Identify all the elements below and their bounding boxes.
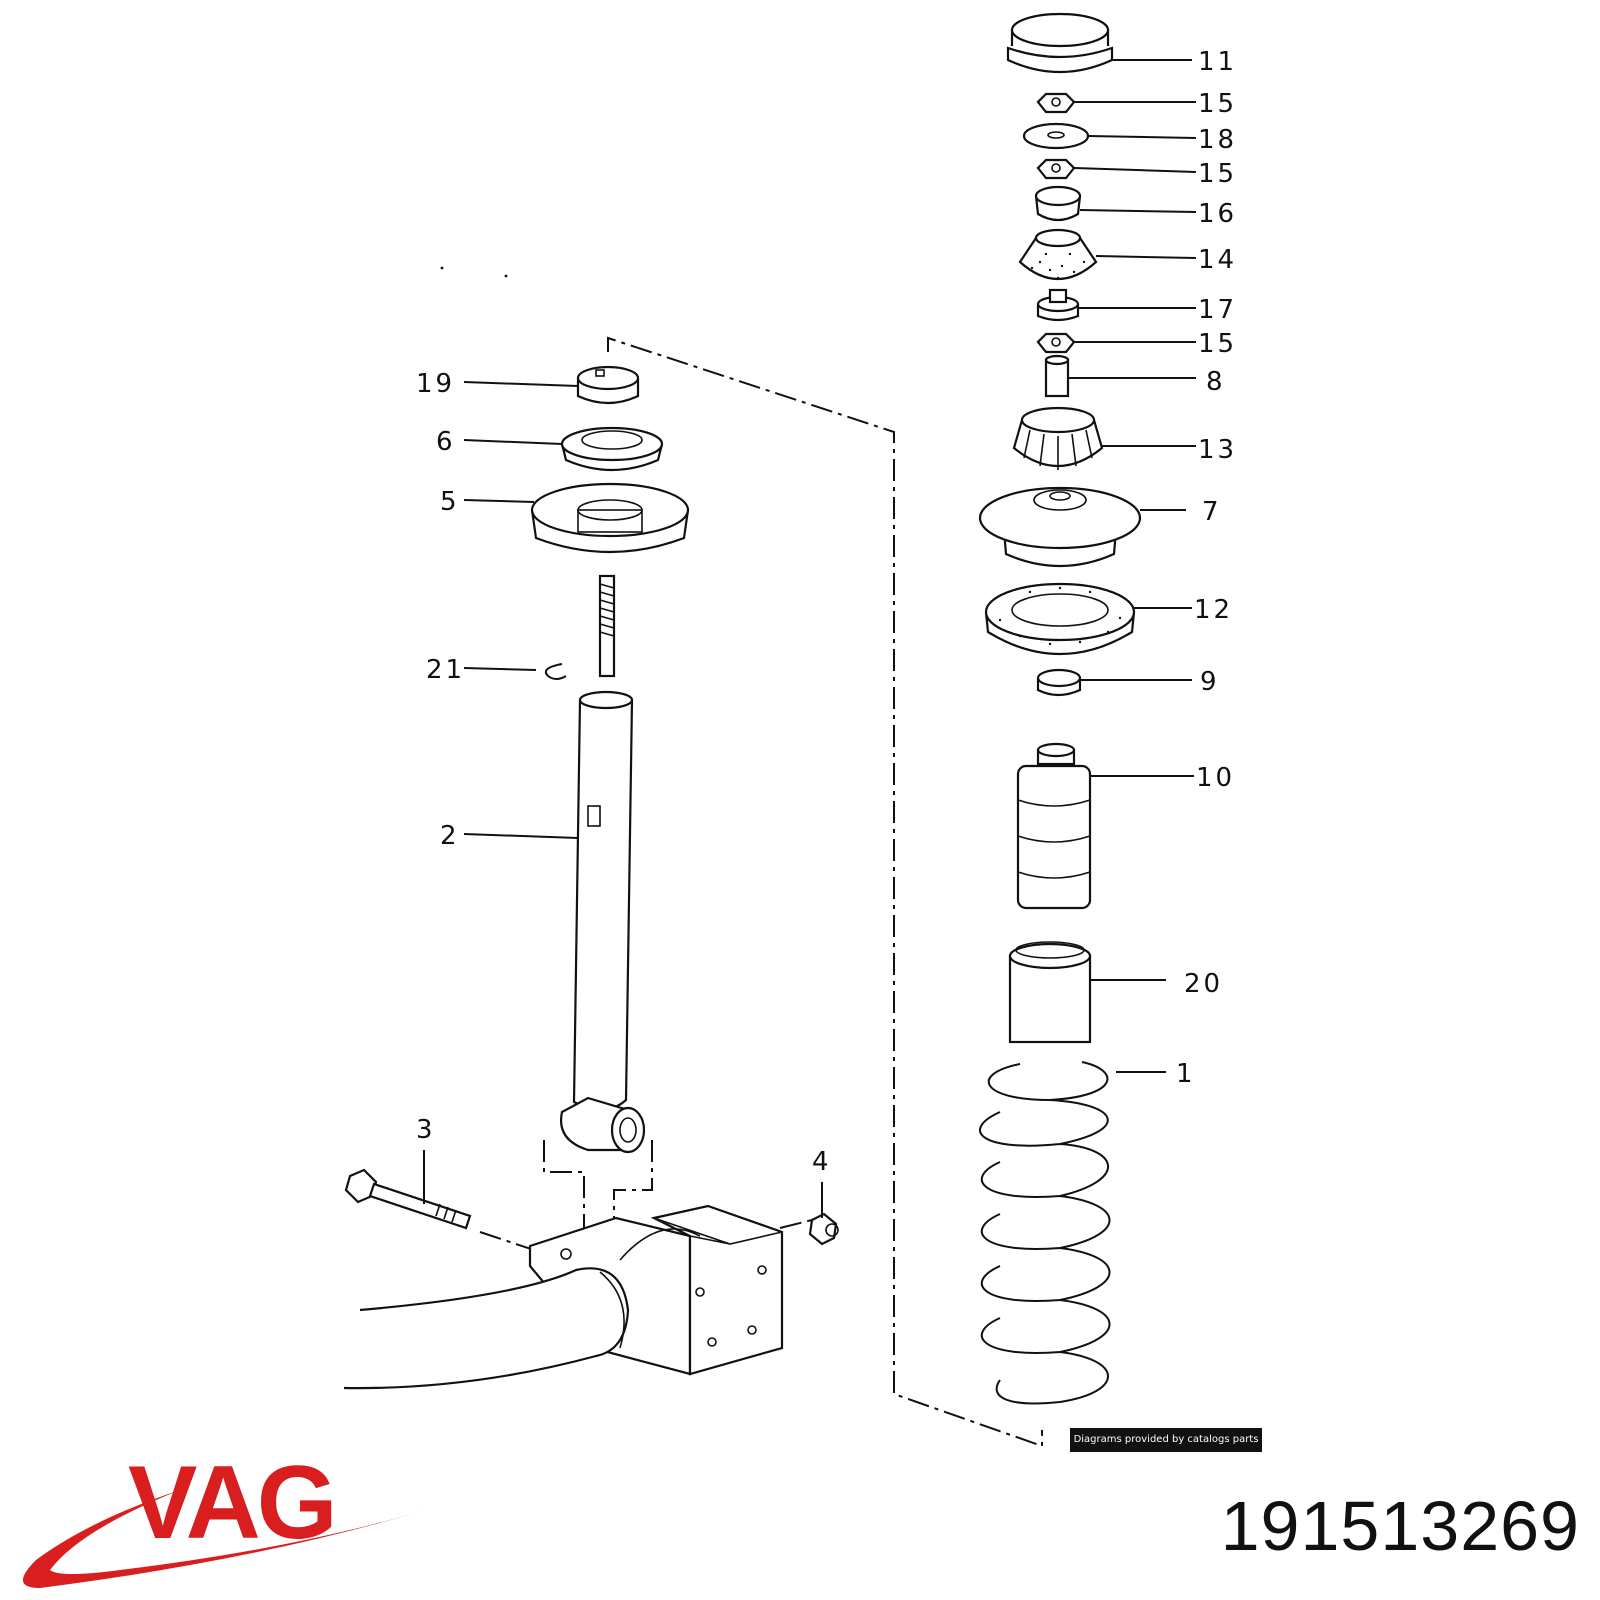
callout-4: 4 <box>812 1147 832 1177</box>
part-19-retainer <box>576 365 640 405</box>
part-15-nut-low <box>1036 332 1076 354</box>
callout-10: 10 <box>1196 763 1235 793</box>
part-13-bump-stop <box>1012 406 1104 470</box>
callout-13: 13 <box>1198 435 1237 465</box>
callout-7: 7 <box>1202 497 1222 527</box>
callout-15: 15 <box>1198 159 1237 189</box>
part-21-clip <box>544 663 567 680</box>
callout-9: 9 <box>1200 667 1220 697</box>
vag-logo: VAG <box>22 1445 433 1588</box>
axle-beam <box>343 1267 630 1390</box>
part-4-nut <box>808 1212 839 1246</box>
shock-rod <box>598 574 616 678</box>
part-10-bump-stop <box>1016 742 1092 910</box>
callout-2: 2 <box>440 821 460 851</box>
part-7-spring-seat <box>978 486 1142 568</box>
part-15-nut-mid <box>1036 158 1076 180</box>
callout-14: 14 <box>1198 245 1237 275</box>
part-14-rubber-mount <box>1018 228 1098 281</box>
part-18-washer <box>1022 122 1090 150</box>
callout-18: 18 <box>1198 125 1237 155</box>
part-9-spacer <box>1036 668 1082 697</box>
part-8-sleeve <box>1044 354 1070 398</box>
part-20-dust-boot <box>1008 941 1092 1044</box>
callout-3: 3 <box>416 1115 436 1145</box>
part-1-coil-spring <box>979 1061 1111 1405</box>
shock-eye-bushing <box>559 1096 646 1154</box>
callout-15: 15 <box>1198 89 1237 119</box>
part-3-bolt <box>344 1168 472 1230</box>
part-11-cap <box>1006 12 1114 74</box>
part-15-nut-top <box>1036 92 1076 114</box>
part-6-seat <box>560 426 664 472</box>
callout-20: 20 <box>1184 969 1223 999</box>
diagram-credit: Diagrams provided by catalogs parts <box>1070 1428 1262 1452</box>
vag-logo-text: VAG <box>128 1445 334 1561</box>
callout-17: 17 <box>1198 295 1237 325</box>
callout-5: 5 <box>440 487 460 517</box>
part-16-bushing <box>1034 185 1082 222</box>
callout-16: 16 <box>1198 199 1237 229</box>
part-number: 191513269 <box>1220 1487 1580 1565</box>
assembly-line <box>607 336 1043 1448</box>
callout-11: 11 <box>1198 47 1237 77</box>
part-5-mount-plate <box>530 482 690 554</box>
leader-lines <box>423 59 1197 1218</box>
part-12-rubber-ring <box>984 582 1136 655</box>
callout-21: 21 <box>426 655 465 685</box>
callout-1: 1 <box>1176 1059 1196 1089</box>
part-2-shock-absorber <box>572 690 634 1111</box>
part-17-spacer <box>1036 288 1080 322</box>
callout-8: 8 <box>1206 367 1226 397</box>
callout-15: 15 <box>1198 329 1237 359</box>
callout-12: 12 <box>1194 595 1233 625</box>
callout-19: 19 <box>416 369 455 399</box>
callout-6: 6 <box>436 427 456 457</box>
